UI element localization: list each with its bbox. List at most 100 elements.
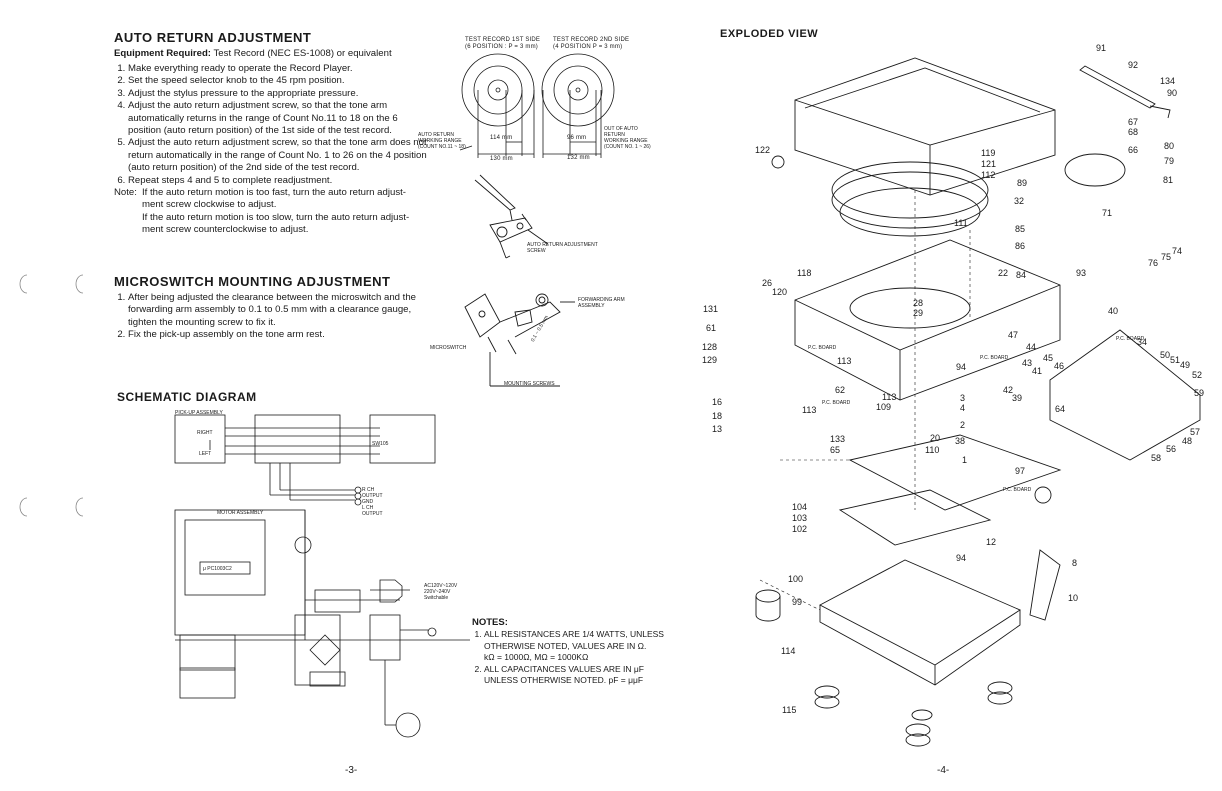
part-57: 57 xyxy=(1190,427,1201,437)
base-plate xyxy=(794,239,1061,401)
microswitch-steps: After being adjusted the clearance betwe… xyxy=(114,292,430,342)
part-38: 38 xyxy=(955,436,966,446)
part-34: 34 xyxy=(1137,337,1148,347)
pc-board-label-5: P.C. BOARD xyxy=(1003,487,1032,493)
mounting-screws-label: MOUNTING SCREWS xyxy=(504,381,555,387)
step-item: Adjust the auto return adjustment screw,… xyxy=(128,137,430,174)
part-58: 58 xyxy=(1151,453,1162,463)
part-56: 56 xyxy=(1166,444,1177,454)
part-28: 28 xyxy=(913,298,924,308)
page-number-right: -4- xyxy=(937,765,950,776)
schematic-diagram xyxy=(174,414,470,738)
part-49: 49 xyxy=(1180,360,1191,370)
step-item: Make everything ready to operate the Rec… xyxy=(128,63,430,75)
part-8: 8 xyxy=(1072,558,1078,568)
part-110: 110 xyxy=(925,445,940,455)
part-16: 16 xyxy=(712,397,723,407)
note-1: ALL RESISTANCES ARE 1/4 WATTS, UNLESS OT… xyxy=(484,629,664,664)
side2-label: TEST RECORD 2ND SIDE(4 POSITION P = 3 mm… xyxy=(553,37,630,50)
pc-board-label-3: P.C. BOARD xyxy=(980,355,1009,361)
note-label: Note: xyxy=(114,187,137,198)
part-134: 134 xyxy=(1160,76,1176,86)
part-45: 45 xyxy=(1043,353,1054,363)
part-44: 44 xyxy=(1026,342,1037,352)
dim-114: 114 mm xyxy=(490,135,513,141)
left-label: LEFT xyxy=(199,451,212,457)
part-112: 112 xyxy=(981,170,996,180)
part-111: 111 xyxy=(954,218,968,228)
part-129: 129 xyxy=(702,355,718,365)
part-113: 113 xyxy=(837,356,852,366)
part-118: 118 xyxy=(797,268,812,278)
part-104: 104 xyxy=(792,502,808,512)
equipment-line: Equipment Required: Test Record (NEC ES-… xyxy=(114,48,444,60)
motor-box xyxy=(174,509,306,636)
microswitch-title: MICROSWITCH MOUNTING ADJUSTMENT xyxy=(114,274,391,289)
pc-board-label-2: P.C. BOARD xyxy=(808,345,837,351)
equipment-label: Equipment Required: xyxy=(114,48,212,59)
part-42: 42 xyxy=(1003,385,1014,395)
part-18: 18 xyxy=(712,411,723,421)
pc-board-label-1: P.C. BOARD xyxy=(1116,336,1145,342)
part-2: 2 xyxy=(960,420,966,430)
chassis xyxy=(848,434,1062,511)
part-128: 128 xyxy=(702,342,718,352)
part-120: 120 xyxy=(772,287,788,297)
part-79: 79 xyxy=(1164,156,1175,166)
step-item: Fix the pick-up assembly on the tone arm… xyxy=(128,329,430,341)
part-22: 22 xyxy=(998,268,1009,278)
pickup-label: PICK-UP ASSEMBLY xyxy=(175,410,223,416)
part-40: 40 xyxy=(1108,306,1119,316)
part-102: 102 xyxy=(792,524,808,534)
dim-132: 132 mm xyxy=(567,155,590,161)
part-113b: 113 xyxy=(882,392,897,402)
part-93: 93 xyxy=(1076,268,1087,278)
record-1-outer xyxy=(461,53,535,127)
part-71: 71 xyxy=(1102,208,1113,218)
note-item: If the auto return motion is too fast, t… xyxy=(142,187,406,211)
schematic-title: SCHEMATIC DIAGRAM xyxy=(117,390,257,404)
part-26: 26 xyxy=(762,278,773,288)
part-20: 20 xyxy=(930,433,941,443)
part-51: 51 xyxy=(1170,355,1181,365)
part-80: 80 xyxy=(1164,141,1175,151)
part-13: 13 xyxy=(712,424,723,434)
microswitch-drawing xyxy=(464,293,575,387)
part-94b: 94 xyxy=(956,553,967,563)
note-2: ALL CAPACITANCES VALUES ARE IN μF UNLESS… xyxy=(484,664,664,687)
part-97: 97 xyxy=(1015,466,1026,476)
part-100: 100 xyxy=(788,574,804,584)
part-62: 62 xyxy=(835,385,846,395)
part-84: 84 xyxy=(1016,270,1027,280)
part-133: 133 xyxy=(830,434,846,444)
part-121: 121 xyxy=(981,159,997,169)
part-86: 86 xyxy=(1015,241,1026,251)
part-113c: 113 xyxy=(802,405,817,415)
step-item: Repeat steps 4 and 5 to complete readjus… xyxy=(128,175,430,187)
auto-return-screw-drawing xyxy=(474,174,549,259)
pc-board-rail xyxy=(1049,329,1201,461)
notes-title: NOTES: xyxy=(472,617,508,628)
pc-board-label-4: P.C. BOARD xyxy=(822,400,851,406)
sw-label: SW105 xyxy=(372,441,389,447)
right-label: RIGHT xyxy=(197,430,213,436)
part-74: 74 xyxy=(1172,246,1183,256)
part-76: 76 xyxy=(1148,258,1159,268)
auto-return-title: AUTO RETURN ADJUSTMENT xyxy=(114,30,312,45)
note-block: Note: If the auto return motion is too f… xyxy=(114,187,419,237)
dim-96: 96 mm xyxy=(567,135,587,141)
microswitch-label: MICROSWITCH xyxy=(430,345,467,351)
part-12: 12 xyxy=(986,537,997,547)
part-3: 3 xyxy=(960,393,966,403)
part-59: 59 xyxy=(1194,388,1205,398)
record-2-outer xyxy=(541,53,615,127)
part-89: 89 xyxy=(1017,178,1028,188)
part-92: 92 xyxy=(1128,60,1139,70)
part-41: 41 xyxy=(1032,366,1043,376)
out-of-auto-label: OUT OF AUTO RETURN WORKING RANGE (COUNT … xyxy=(604,126,651,150)
binding-holes xyxy=(19,274,84,517)
part-52: 52 xyxy=(1192,370,1203,380)
part-48: 48 xyxy=(1182,436,1193,446)
part-68: 68 xyxy=(1128,127,1139,137)
motor-label: MOTOR ASSEMBLY xyxy=(217,510,264,516)
